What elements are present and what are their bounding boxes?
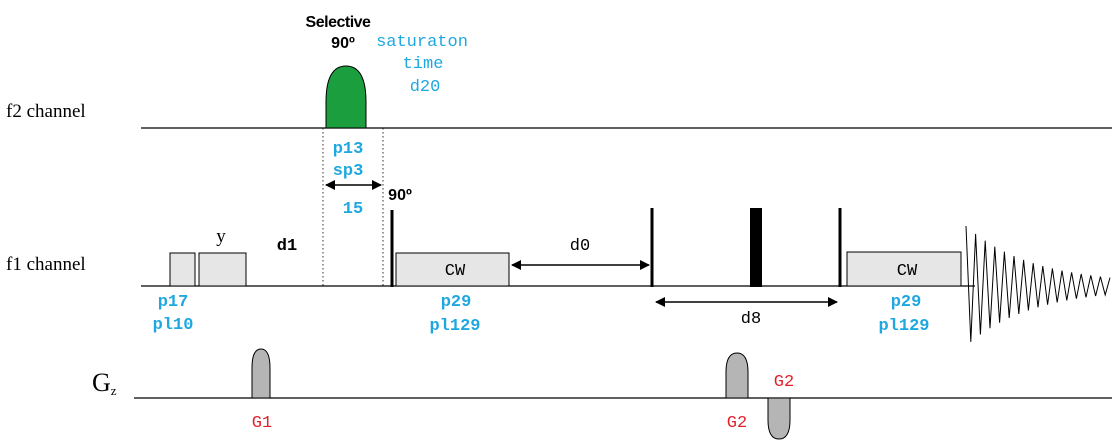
g2-label-lower: G2 (727, 414, 747, 433)
g2-label-upper: G2 (774, 373, 794, 392)
p29-label-1: p29 (441, 293, 472, 312)
selective-pulse (325, 65, 367, 129)
pl10-label: pl10 (153, 316, 194, 335)
cw-block-2 (846, 251, 962, 287)
saturation-label-line1: saturaton (376, 33, 468, 52)
d1-label: d1 (277, 237, 297, 256)
gradient-g2-negative (767, 397, 791, 440)
g1-label: G1 (252, 414, 272, 433)
pulse-180 (750, 208, 762, 287)
pl129-label-1: pl129 (429, 317, 480, 336)
phase-y-label: y (216, 226, 226, 247)
pulse-delay-label: 15 (343, 200, 363, 219)
cw-label-2: CW (897, 262, 918, 281)
sp3-label: sp3 (333, 162, 364, 181)
f2-channel-label: f2 channel (6, 101, 86, 122)
pl10-pulse-block (198, 252, 247, 287)
p17-label: p17 (158, 293, 189, 312)
hard-90-label: 90º (388, 187, 412, 204)
saturation-label-line3: d20 (410, 78, 441, 97)
p29-label-2: p29 (891, 293, 922, 312)
selective-title: Selective (306, 14, 371, 31)
d8-label: d8 (741, 310, 761, 329)
pl129-label-2: pl129 (878, 317, 929, 336)
d0-label: d0 (570, 237, 590, 256)
f1-channel-label: f1 channel (6, 254, 86, 275)
p17-pulse-block (169, 252, 196, 287)
cw-block-1 (395, 252, 510, 287)
gz-channel-label: Gz (92, 368, 117, 398)
selective-angle: 90º (331, 35, 355, 52)
p13-label: p13 (333, 140, 364, 159)
saturation-label-line2: time (403, 55, 444, 74)
gradient-g2-positive (725, 352, 749, 399)
cw-label-1: CW (445, 262, 466, 281)
gradient-g1 (251, 348, 271, 399)
fid-signal (965, 225, 1111, 342)
gz-main-label: G (92, 368, 111, 397)
gz-subscript-label: z (111, 383, 117, 398)
